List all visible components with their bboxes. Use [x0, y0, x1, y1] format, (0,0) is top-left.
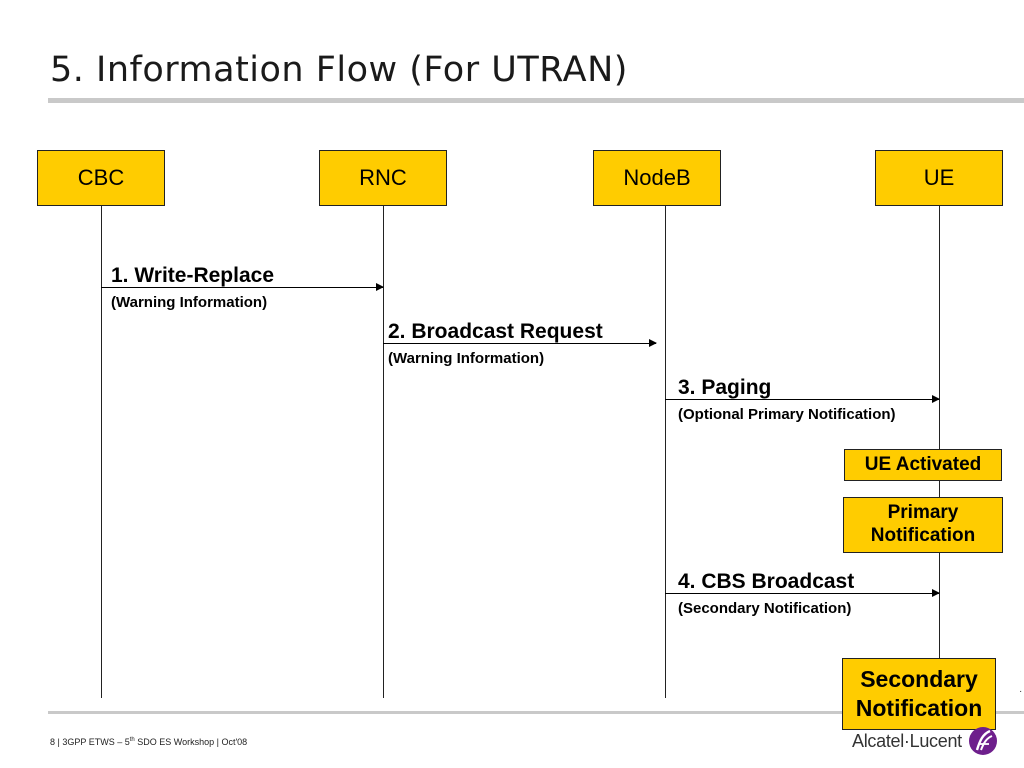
alcatel-lucent-logo-icon [968, 727, 997, 755]
lifeline-nodeb [665, 206, 666, 698]
footer-date: Oct'08 [221, 737, 248, 747]
message-3-arrow [665, 395, 940, 403]
lifeline-cbc [101, 206, 102, 698]
state-primary-line-2: Notification [870, 525, 976, 546]
entity-rnc: RNC [319, 150, 447, 206]
message-1-arrow [101, 283, 384, 291]
slide-title: 5. Information Flow (For UTRAN) [50, 50, 628, 90]
entity-ue: UE [875, 150, 1003, 206]
state-secondary-notification: Secondary Notification [842, 658, 996, 730]
edge-mark: · [1019, 686, 1023, 697]
state-secondary-line-2: Notification [855, 695, 983, 721]
message-2-title: 2. Broadcast Request [388, 320, 603, 343]
entity-cbc: CBC [37, 150, 165, 206]
state-primary-notification: Primary Notification [843, 497, 1003, 553]
logo-text: Alcatel·Lucent [852, 730, 962, 751]
title-divider [48, 98, 1024, 103]
lifeline-ue [939, 206, 940, 662]
message-1-subtitle: (Warning Information) [111, 294, 268, 311]
footer-event: 3GPP ETWS – 5 [62, 737, 130, 747]
message-4-title: 4. CBS Broadcast [678, 570, 855, 593]
message-3-subtitle: (Optional Primary Notification) [678, 406, 896, 423]
message-1-title: 1. Write-Replace [111, 264, 275, 287]
lifeline-rnc [383, 206, 384, 698]
message-4-arrow [665, 589, 940, 597]
footer-page-number: 8 [50, 737, 56, 747]
footer-event-sup: th [129, 737, 135, 743]
state-ue-activated-label: UE Activated [864, 454, 982, 475]
company-logo: Alcatel·Lucent [852, 726, 998, 756]
entity-nodeb: NodeB [593, 150, 721, 206]
message-2-subtitle: (Warning Information) [388, 350, 545, 367]
state-secondary-line-1: Secondary [860, 666, 978, 693]
state-primary-line-1: Primary [887, 502, 959, 524]
message-3-title: 3. Paging [678, 376, 772, 399]
message-4-subtitle: (Secondary Notification) [678, 600, 852, 617]
footer-text: 8 | 3GPP ETWS – 5th SDO ES Workshop | Oc… [50, 737, 248, 747]
state-ue-activated: UE Activated [844, 449, 1002, 481]
footer-divider [48, 711, 1024, 714]
message-2-arrow [383, 339, 657, 347]
